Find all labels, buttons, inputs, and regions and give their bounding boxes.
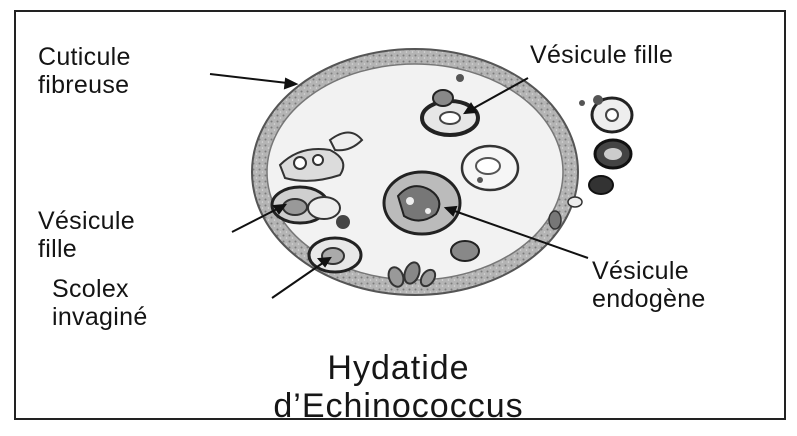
label-scolex-line1: Scolex	[52, 276, 129, 302]
label-vesicle-left-line2: fille	[38, 236, 77, 262]
leader-cuticle	[210, 74, 296, 84]
label-vesicle-left-line1: Vésicule	[38, 208, 135, 234]
label-scolex-line2: invaginé	[52, 304, 148, 330]
label-cuticle-line1: Cuticule	[38, 44, 131, 70]
title-line1: Hydatide	[0, 348, 797, 388]
exogenous-vesicles-right	[568, 95, 632, 207]
endogenous-vesicle	[384, 172, 460, 234]
label-endogenous-line1: Vésicule	[592, 258, 689, 284]
label-endogenous-line2: endogène	[592, 286, 706, 312]
title-line2: d’Echinococcus	[0, 386, 797, 426]
inner-vesicle-right	[462, 146, 518, 190]
leader-scolex	[272, 258, 330, 298]
label-cuticle-line2: fibreuse	[38, 72, 129, 98]
label-vesicle-top: Vésicule fille	[530, 42, 673, 68]
